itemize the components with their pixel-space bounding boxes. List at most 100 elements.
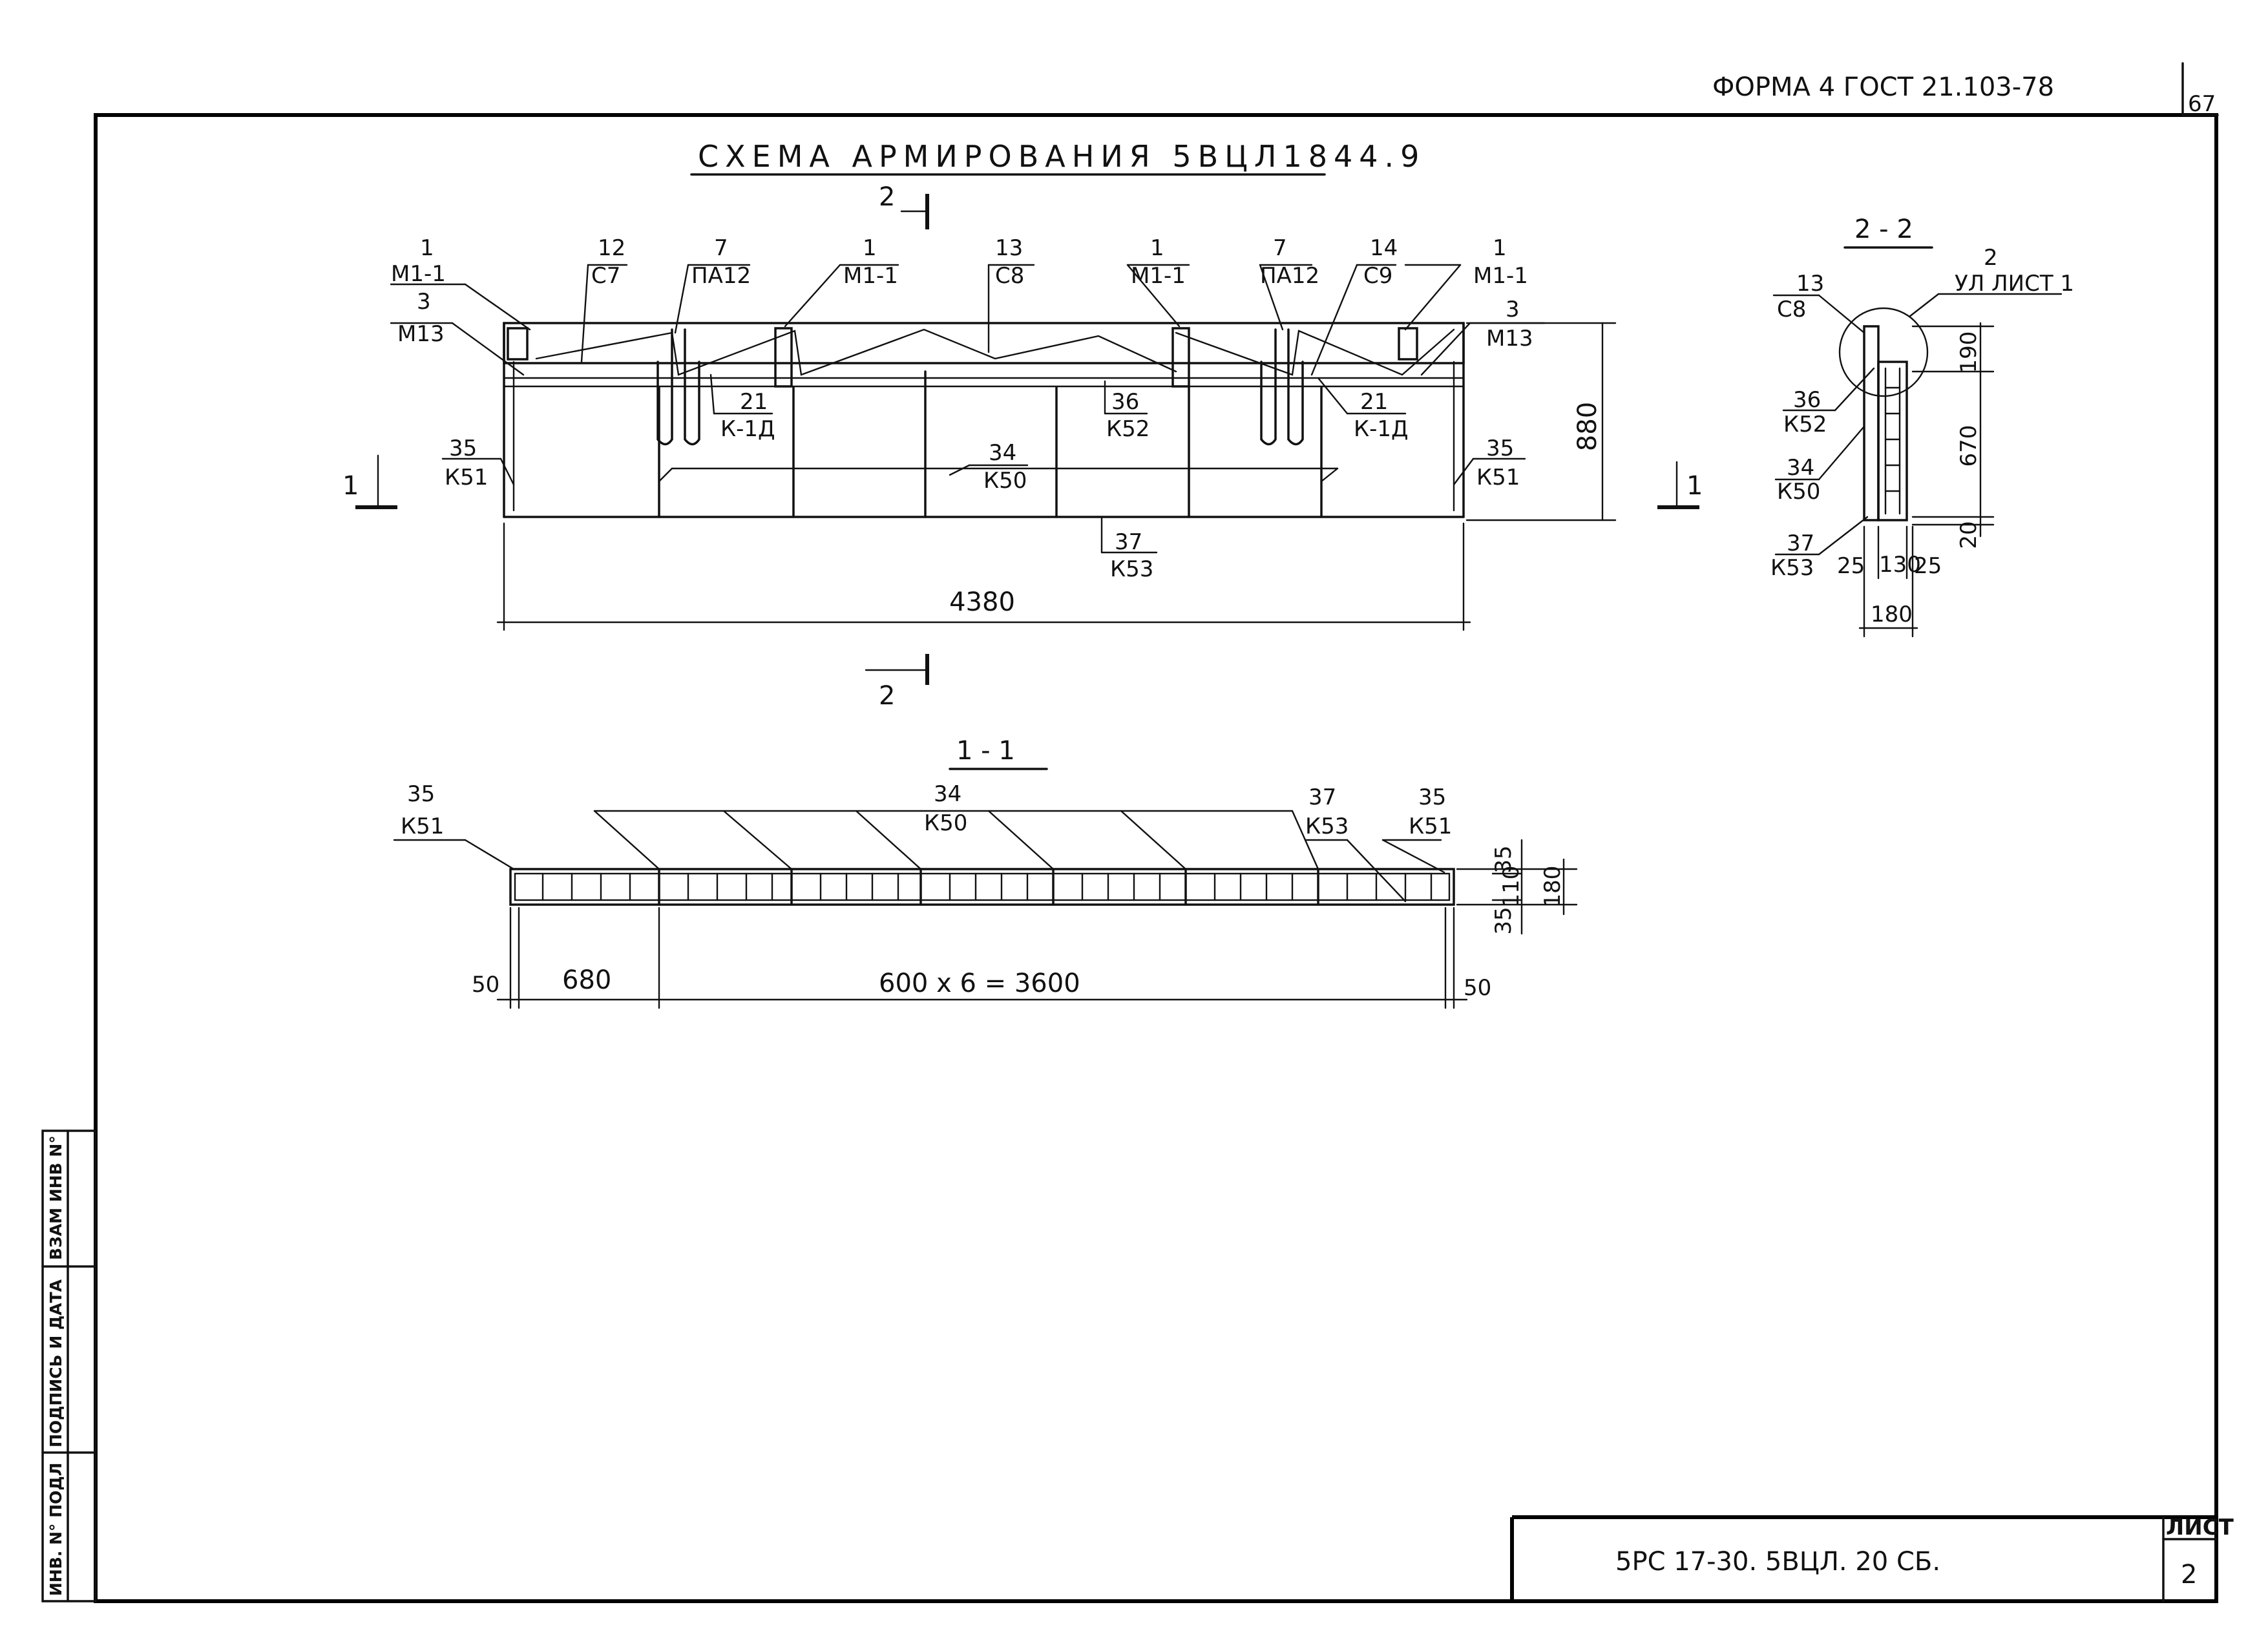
svg-text:680: 680 (562, 965, 611, 995)
label-num: 12 (598, 235, 625, 261)
label-num: 3 (417, 289, 431, 315)
svg-text:50: 50 (1464, 975, 1491, 1001)
label-num: 1 (863, 235, 877, 261)
label-num: 36 (1111, 389, 1139, 415)
label-num: 14 (1370, 235, 1398, 261)
label-num: 1 (1493, 235, 1507, 261)
svg-text:К50: К50 (1777, 479, 1820, 505)
svg-text:130: 130 (1879, 552, 1921, 578)
label-code: К51 (445, 465, 488, 490)
svg-text:1: 1 (342, 471, 359, 501)
section-1-1-labels: 35 К51 34 К50 37 К53 35 К51 (401, 781, 1452, 839)
elevation-view (503, 322, 1465, 518)
label-num: 13 (995, 235, 1023, 261)
length-dimension-text: 4380 (949, 587, 1015, 617)
label-num: 1 (420, 235, 434, 261)
height-dimension-text: 880 (1573, 402, 1602, 451)
svg-text:С8: С8 (1777, 297, 1806, 322)
svg-text:К51: К51 (1409, 814, 1452, 839)
svg-text:25: 25 (1837, 553, 1865, 579)
label-num: 1 (1150, 235, 1164, 261)
svg-text:34: 34 (1787, 455, 1814, 481)
svg-text:К53: К53 (1305, 814, 1349, 839)
section-2-2-leaders (1772, 293, 2063, 556)
label-num: 34 (989, 440, 1016, 466)
svg-text:ВЗАМ ИНВ N°: ВЗАМ ИНВ N° (47, 1135, 65, 1260)
svg-text:35: 35 (1491, 845, 1517, 873)
label-code: С9 (1363, 263, 1392, 289)
label-code: К50 (983, 468, 1027, 494)
sheet-label: ЛИСТ (2166, 1515, 2234, 1540)
elevation-label-texts: 1 М1-1 3 М13 12 С7 7 ПА12 1 М1-1 13 С8 1… (391, 235, 1533, 582)
svg-text:34: 34 (934, 781, 961, 807)
svg-text:2: 2 (879, 182, 895, 212)
svg-text:600 x 6 = 3600: 600 x 6 = 3600 (879, 969, 1080, 998)
label-code: К52 (1106, 416, 1150, 442)
label-num: 21 (740, 389, 768, 415)
sheet-corner-number: 67 (2188, 91, 2216, 117)
elevation-length-dimension: 4380 (496, 522, 1471, 631)
label-num: 21 (1360, 389, 1388, 415)
section-mark-2-top: 2 (879, 182, 929, 229)
svg-text:К52: К52 (1783, 412, 1827, 437)
label-num: 37 (1115, 529, 1142, 555)
svg-text:К51: К51 (401, 814, 444, 839)
section-1-1-plan (509, 868, 1455, 906)
label-num: 7 (1273, 235, 1287, 261)
label-code: ПА12 (1260, 263, 1319, 289)
svg-text:50: 50 (472, 972, 499, 998)
svg-text:К53: К53 (1770, 555, 1814, 581)
svg-text:ПОДПИСЬ И ДАТА: ПОДПИСЬ И ДАТА (47, 1279, 65, 1447)
elevation-leaders (390, 264, 1546, 554)
svg-text:К50: К50 (924, 810, 967, 836)
section-mark-2-bottom: 2 (865, 654, 929, 711)
label-num: 35 (1486, 436, 1514, 461)
sheet-frame (94, 62, 2219, 1603)
svg-text:2: 2 (879, 681, 895, 711)
side-stamp: ИНВ. N° ПОДЛ ПОДПИСЬ И ДАТА ВЗАМ ИНВ N° (41, 1129, 97, 1602)
section-mark-1-left: 1 (342, 454, 397, 509)
label-code: К-1Д (1354, 416, 1409, 442)
label-num: 35 (449, 436, 477, 461)
label-code: С8 (995, 263, 1024, 289)
label-code: К51 (1476, 465, 1520, 490)
svg-text:1: 1 (1686, 471, 1703, 501)
label-code: М13 (397, 321, 445, 347)
svg-text:УЛ ЛИСТ 1: УЛ ЛИСТ 1 (1955, 271, 2074, 297)
label-code: С7 (591, 263, 620, 289)
section-2-2-dims: 190 670 20 25 130 25 180 (1837, 322, 1995, 638)
detail-circle (1838, 307, 1929, 397)
section-mark-1-right: 1 (1657, 461, 1703, 509)
label-code: М1-1 (1473, 263, 1528, 289)
section-2-2-labels: 13 С8 2 УЛ ЛИСТ 1 36 К52 34 К50 37 К53 (1770, 245, 2074, 581)
sheet-number: 2 (2181, 1560, 2197, 1590)
label-code: М13 (1486, 326, 1533, 352)
svg-text:37: 37 (1787, 530, 1814, 556)
svg-text:ИНВ. N° ПОДЛ: ИНВ. N° ПОДЛ (47, 1463, 65, 1596)
elevation-height-dimension: 880 (1465, 322, 1617, 521)
section-2-2-view (1838, 307, 1929, 521)
section-1-1-dims: 50 680 600 x 6 = 3600 50 35 110 35 180 (472, 839, 1578, 1009)
section-2-2-title: 2 - 2 (1854, 215, 1913, 244)
svg-text:180: 180 (1871, 602, 1913, 627)
svg-text:190: 190 (1956, 331, 1982, 373)
svg-text:13: 13 (1796, 271, 1824, 297)
form-ref: ФОРМА 4 ГОСТ 21.103-78 (1712, 72, 2054, 102)
svg-text:180: 180 (1540, 866, 1566, 908)
drawing-title: СХЕМА АРМИРОВАНИЯ 5ВЦЛ1844.9 (698, 139, 1425, 174)
svg-text:670: 670 (1956, 425, 1982, 467)
label-code: М1-1 (1131, 263, 1186, 289)
label-code: К53 (1110, 556, 1153, 582)
svg-text:2: 2 (1984, 245, 1998, 271)
section-1-1-leaders (393, 810, 1445, 903)
label-num: 7 (714, 235, 728, 261)
document-code: 5РС 17-30. 5ВЦЛ. 20 СБ. (1615, 1547, 1940, 1577)
section-1-1-title: 1 - 1 (956, 736, 1015, 766)
svg-text:36: 36 (1793, 387, 1821, 413)
svg-text:110: 110 (1498, 866, 1524, 908)
svg-text:20: 20 (1956, 521, 1982, 549)
svg-text:25: 25 (1914, 553, 1942, 579)
label-code: М1-1 (843, 263, 898, 289)
label-code: ПА12 (691, 263, 751, 289)
